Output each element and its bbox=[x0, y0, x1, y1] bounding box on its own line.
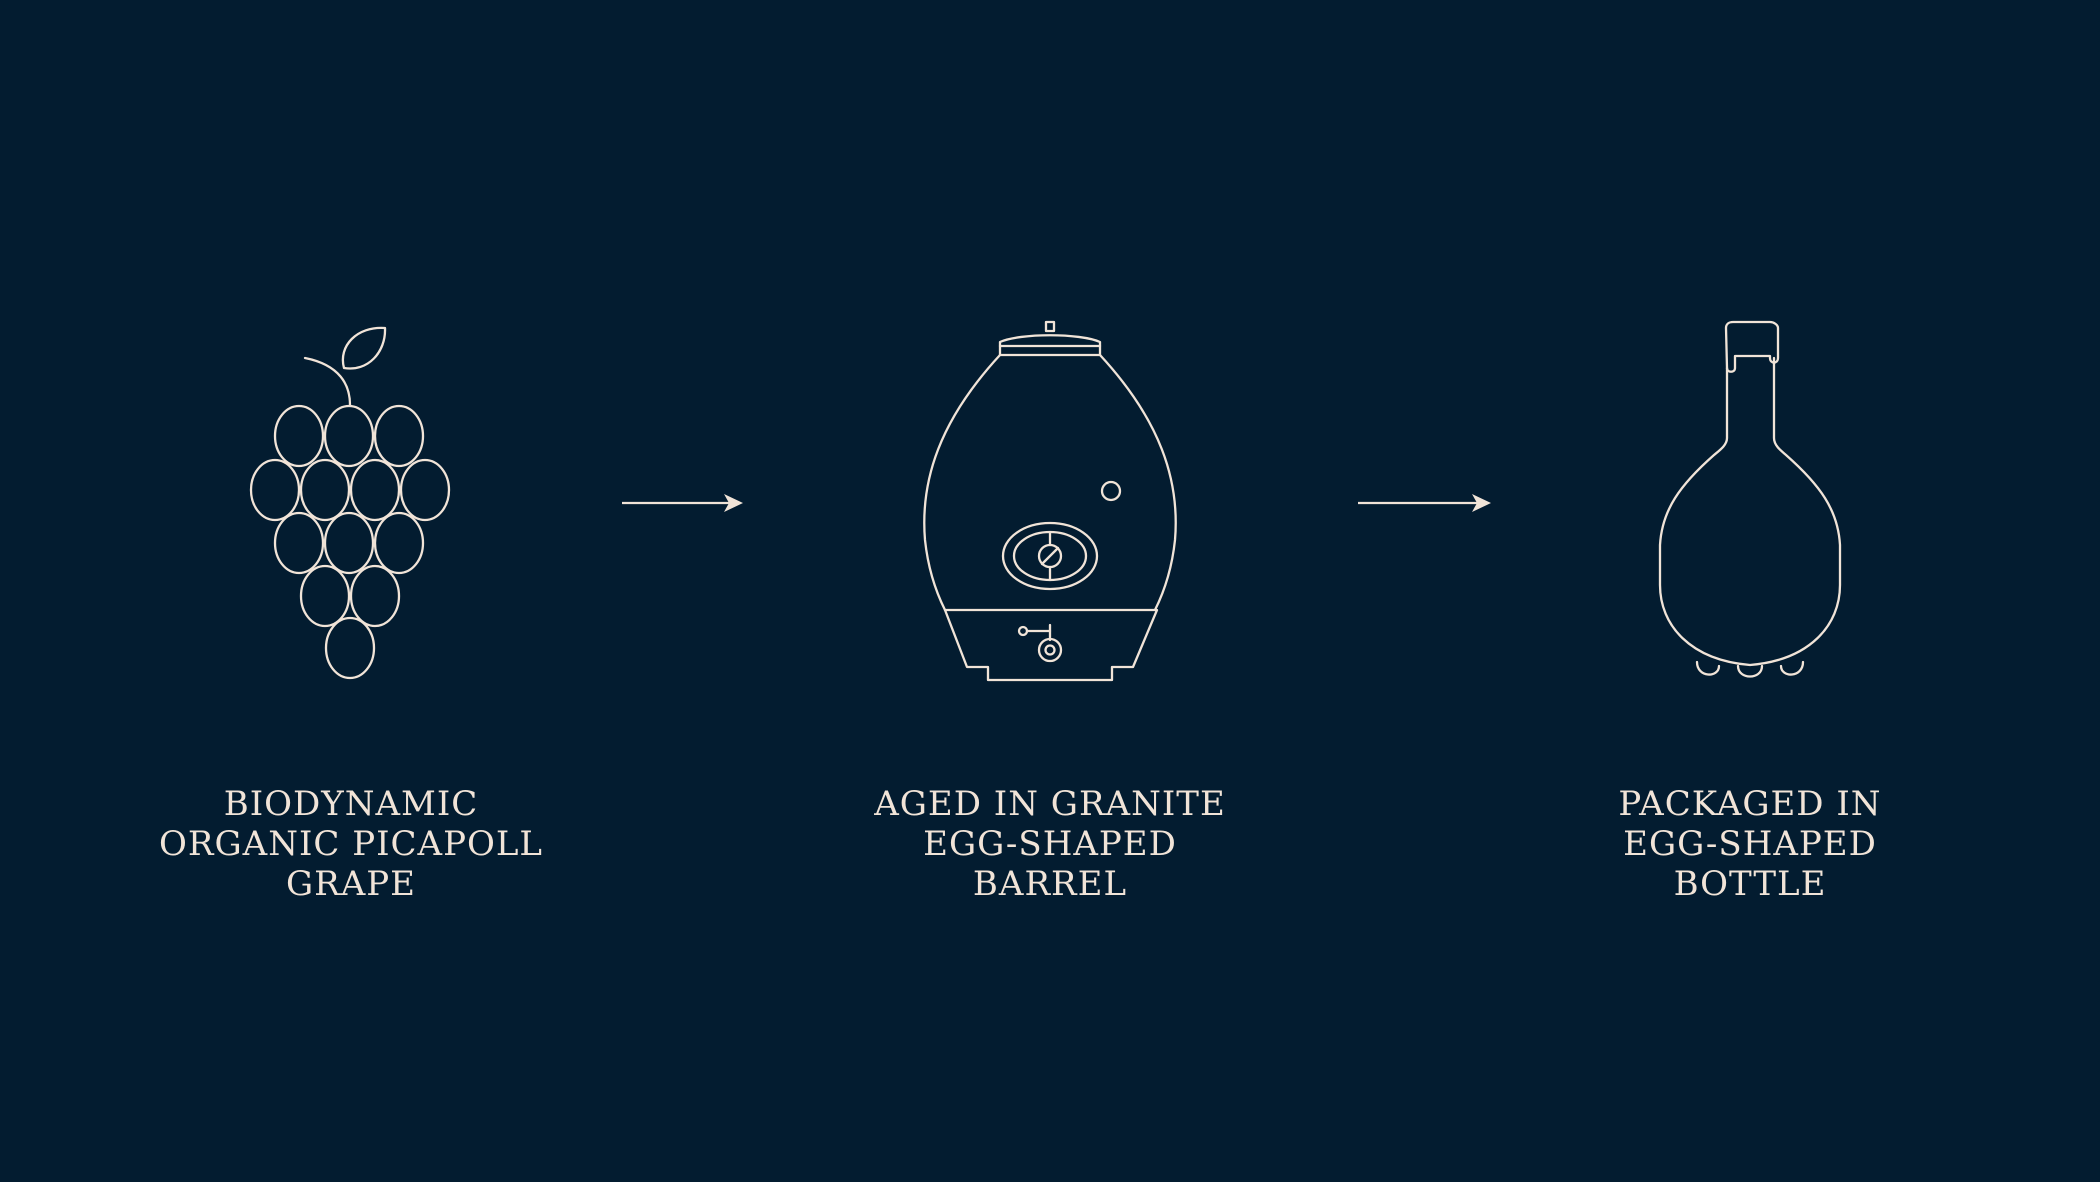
caption-line: grape bbox=[285, 864, 416, 904]
step-caption-grape: Biodynamic organic Picapoll grape bbox=[121, 784, 581, 904]
caption-line: egg-shaped bbox=[1623, 824, 1877, 864]
arrow-right-icon bbox=[1358, 494, 1491, 512]
step-caption-bottle: packaged in egg-shaped bottle bbox=[1520, 784, 1980, 904]
grape-cluster-icon bbox=[249, 326, 451, 680]
caption-line: barrel bbox=[972, 864, 1128, 904]
caption-line: aged in Granite bbox=[874, 784, 1226, 824]
arrow-right-icon bbox=[622, 494, 743, 512]
egg-barrel-icon bbox=[923, 320, 1177, 682]
caption-line: bottle bbox=[1673, 864, 1827, 904]
caption-line: packaged in bbox=[1618, 784, 1882, 824]
caption-line: organic Picapoll bbox=[159, 824, 543, 864]
step-caption-barrel: aged in Granite egg-shaped barrel bbox=[820, 784, 1280, 904]
caption-line: egg-shaped bbox=[923, 824, 1177, 864]
bottle-icon bbox=[1658, 320, 1842, 678]
caption-line: Biodynamic bbox=[223, 784, 479, 824]
